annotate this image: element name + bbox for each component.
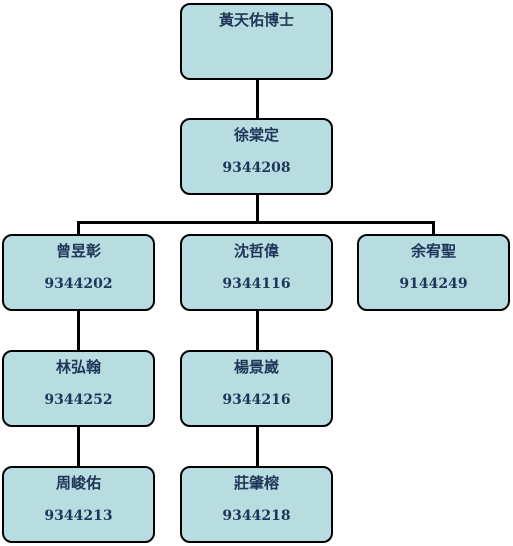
node-name: 沈哲偉 [233, 242, 279, 260]
node-name: 徐棠定 [233, 126, 279, 144]
node-level2: 徐棠定 9344208 [180, 118, 333, 195]
node-name: 莊肇榕 [233, 474, 279, 492]
node-id: 9144249 [399, 276, 468, 292]
node-id: 9344116 [222, 276, 291, 292]
node-child-3: 余宥聖 9144249 [357, 234, 510, 311]
node-name: 楊景崴 [233, 358, 279, 376]
connector-col1-row3 [77, 310, 80, 351]
node-id: 9344218 [222, 508, 291, 524]
connector-level2-bus [256, 194, 259, 222]
node-name: 余宥聖 [410, 242, 456, 260]
node-child-1: 曾昱彰 9344202 [2, 234, 155, 311]
node-child-2: 沈哲偉 9344116 [180, 234, 333, 311]
node-col1-row4: 周峻佑 9344213 [2, 466, 155, 543]
node-id: 9344208 [222, 160, 291, 176]
node-col2-row3: 楊景崴 9344216 [180, 350, 333, 427]
node-col2-row4: 莊肇榕 9344218 [180, 466, 333, 543]
node-id: 9344213 [44, 508, 113, 524]
connector-bus-col3 [432, 221, 435, 235]
node-name: 林弘翰 [55, 358, 101, 376]
connector-col2-row4 [256, 426, 259, 467]
connector-col2-row3 [256, 310, 259, 351]
node-name: 黃天佑博士 [218, 11, 294, 29]
node-id: 9344202 [44, 276, 113, 292]
connector-bus-col1 [77, 221, 80, 235]
node-id: 9344252 [44, 392, 113, 408]
node-id: 9344216 [222, 392, 291, 408]
node-root: 黃天佑博士 [180, 3, 333, 80]
connector-col1-row4 [77, 426, 80, 467]
node-name: 周峻佑 [55, 474, 101, 492]
connector-horizontal-bus [77, 221, 435, 224]
connector-root-level2 [256, 79, 259, 119]
node-col1-row3: 林弘翰 9344252 [2, 350, 155, 427]
node-name: 曾昱彰 [55, 242, 101, 260]
